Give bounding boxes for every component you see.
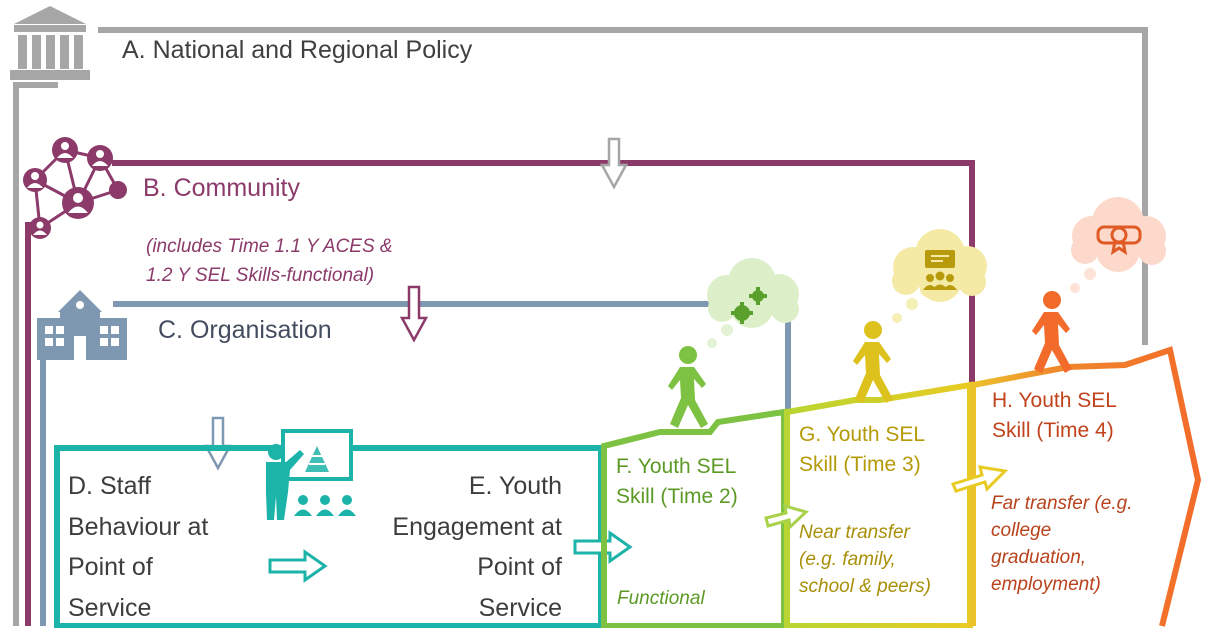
community-note: (includes Time 1.1 Y ACES & 1.2 Y SEL Sk… — [146, 232, 393, 291]
community-note-line: (includes Time 1.1 Y ACES & — [146, 236, 393, 257]
walking-person-icon — [1032, 291, 1072, 373]
community-title: B. Community — [143, 174, 300, 202]
time4-note-line: Far transfer (e.g. — [991, 493, 1133, 514]
engagement-label-line: Engagement at — [392, 512, 562, 541]
time3-label-line: G. Youth SEL — [799, 423, 926, 446]
down-arrow-icon — [399, 285, 429, 343]
time4-note-line: graduation, — [991, 546, 1087, 568]
engagement-label-line: E. Youth — [468, 472, 562, 500]
engagement-label-line: Point of — [477, 553, 562, 581]
time3-note-line: school & peers) — [799, 575, 932, 597]
staff-label-line: Point of — [68, 553, 153, 581]
staff-behaviour-label: D. Staff Behaviour at Point of Service — [68, 466, 208, 628]
gears-icon — [731, 287, 767, 324]
youth-engagement-label: E. Youth Engagement at Point of Service — [392, 466, 562, 628]
down-arrow-icon — [599, 137, 629, 190]
diploma-icon — [1096, 225, 1142, 256]
time4-label-line: H. Youth SEL — [992, 389, 1117, 412]
staff-label-line: Service — [68, 593, 152, 622]
community-note-line: 1.2 Y SEL Skills-functional) — [146, 265, 375, 287]
time3-note-line: Near transfer — [799, 522, 910, 543]
time3-label: G. Youth SEL Skill (Time 3) — [799, 420, 925, 481]
engagement-label-line: Service — [478, 593, 562, 622]
time4-note: Far transfer (e.g. college graduation, e… — [991, 491, 1133, 599]
down-arrow-icon — [203, 416, 233, 471]
staff-label-line: D. Staff — [68, 472, 151, 500]
time2-label: F. Youth SEL Skill (Time 2) — [616, 452, 738, 513]
time4-note-line: college — [991, 519, 1052, 541]
organisation-title: C. Organisation — [158, 316, 332, 344]
community-frame — [25, 160, 975, 626]
time2-label-line: Skill (Time 2) — [616, 485, 738, 509]
network-people-icon — [23, 137, 127, 239]
time4-label: H. Youth SEL Skill (Time 4) — [992, 386, 1117, 447]
right-arrow-icon — [268, 549, 328, 583]
time4-note-line: employment) — [991, 573, 1101, 595]
time2-label-line: F. Youth SEL — [616, 455, 737, 478]
government-building-icon — [10, 6, 90, 80]
time2-note: Functional — [617, 588, 705, 609]
walking-person-icon — [668, 346, 708, 428]
time4-box — [970, 346, 1202, 627]
policy-title: A. National and Regional Policy — [122, 36, 473, 64]
right-arrow-icon — [764, 503, 809, 531]
staff-label-line: Behaviour at — [68, 512, 209, 541]
time3-label-line: Skill (Time 3) — [799, 453, 921, 477]
school-building-icon — [37, 290, 127, 360]
presentation-group-icon — [923, 250, 957, 290]
time3-note-line: (e.g. family, — [799, 548, 896, 570]
right-arrow-icon — [950, 465, 1009, 493]
teacher-presenting-icon — [266, 429, 356, 520]
time3-note: Near transfer (e.g. family, school & pee… — [799, 520, 931, 601]
walking-person-icon — [853, 321, 893, 403]
time4-label-line: Skill (Time 4) — [992, 419, 1114, 443]
